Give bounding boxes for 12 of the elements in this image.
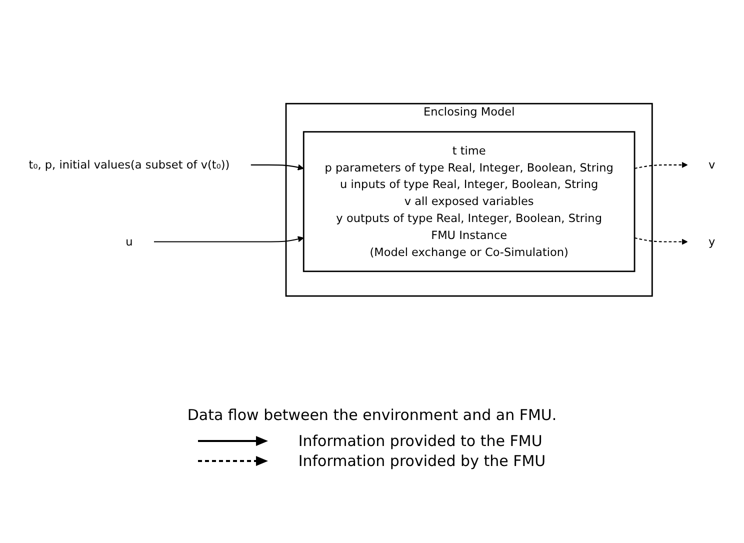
node-text: v [708,158,716,172]
node-box: t time p parameters of type Real, Integer, Boolean, String u inputs of type Real, Integer, Boolean, String v all exposed variables y outputs of type Real, Integer, Boolean, String FMU Instance (Model exchange or Co-Simulation) [302,131,636,272]
node-text: u [126,234,133,248]
node-text: t₀, p, initial values(a subset of v(t₀)) [28,158,230,172]
arrow [154,236,304,242]
legend-text: Information provided to the FMU [298,432,542,450]
arrow [634,162,688,170]
legend-text: Information provided by the FMU [298,452,546,470]
arrow [250,164,304,171]
arrow [634,238,688,246]
caption: Data flow between the environment and an FMU. [187,406,557,424]
node-text: y [708,234,716,248]
